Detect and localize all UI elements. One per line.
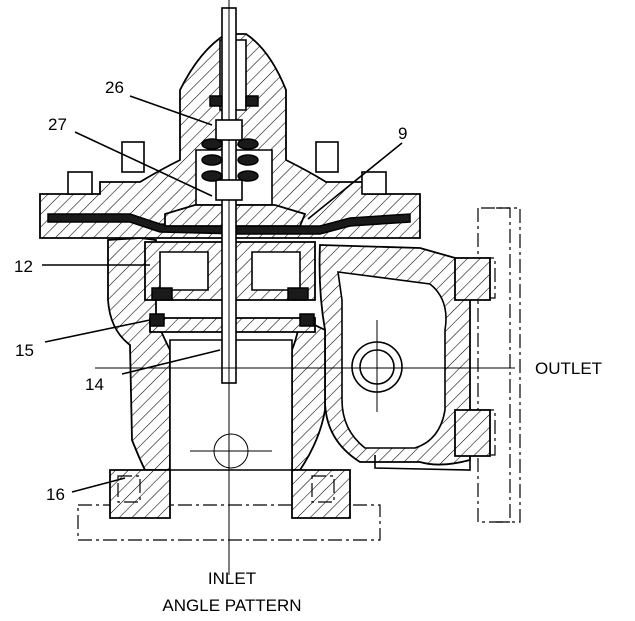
cover-bolts (67, 141, 387, 195)
spring (201, 138, 259, 182)
callout-9: 9 (398, 124, 407, 143)
leader-27 (74, 131, 213, 197)
leader-15 (44, 319, 151, 343)
callout-27: 27 (48, 115, 67, 134)
callout-14: 14 (85, 375, 104, 394)
leader-14 (121, 349, 221, 375)
stem (215, 0, 243, 575)
leader-9 (307, 142, 403, 220)
outlet-branch (318, 244, 491, 471)
inlet-label: INLET (208, 569, 256, 588)
inlet-flange (77, 469, 381, 541)
leader-16 (71, 477, 126, 493)
leader-26 (129, 95, 213, 126)
callout-16: 16 (46, 485, 65, 504)
leader-lines (42, 95, 403, 493)
callout-12: 12 (14, 257, 33, 276)
disc-seals (151, 95, 309, 301)
caption-angle-pattern: ANGLE PATTERN (162, 596, 301, 615)
outlet-label: OUTLET (535, 359, 602, 378)
center-lines (95, 320, 515, 452)
callout-26: 26 (105, 78, 124, 97)
callout-15: 15 (15, 341, 34, 360)
